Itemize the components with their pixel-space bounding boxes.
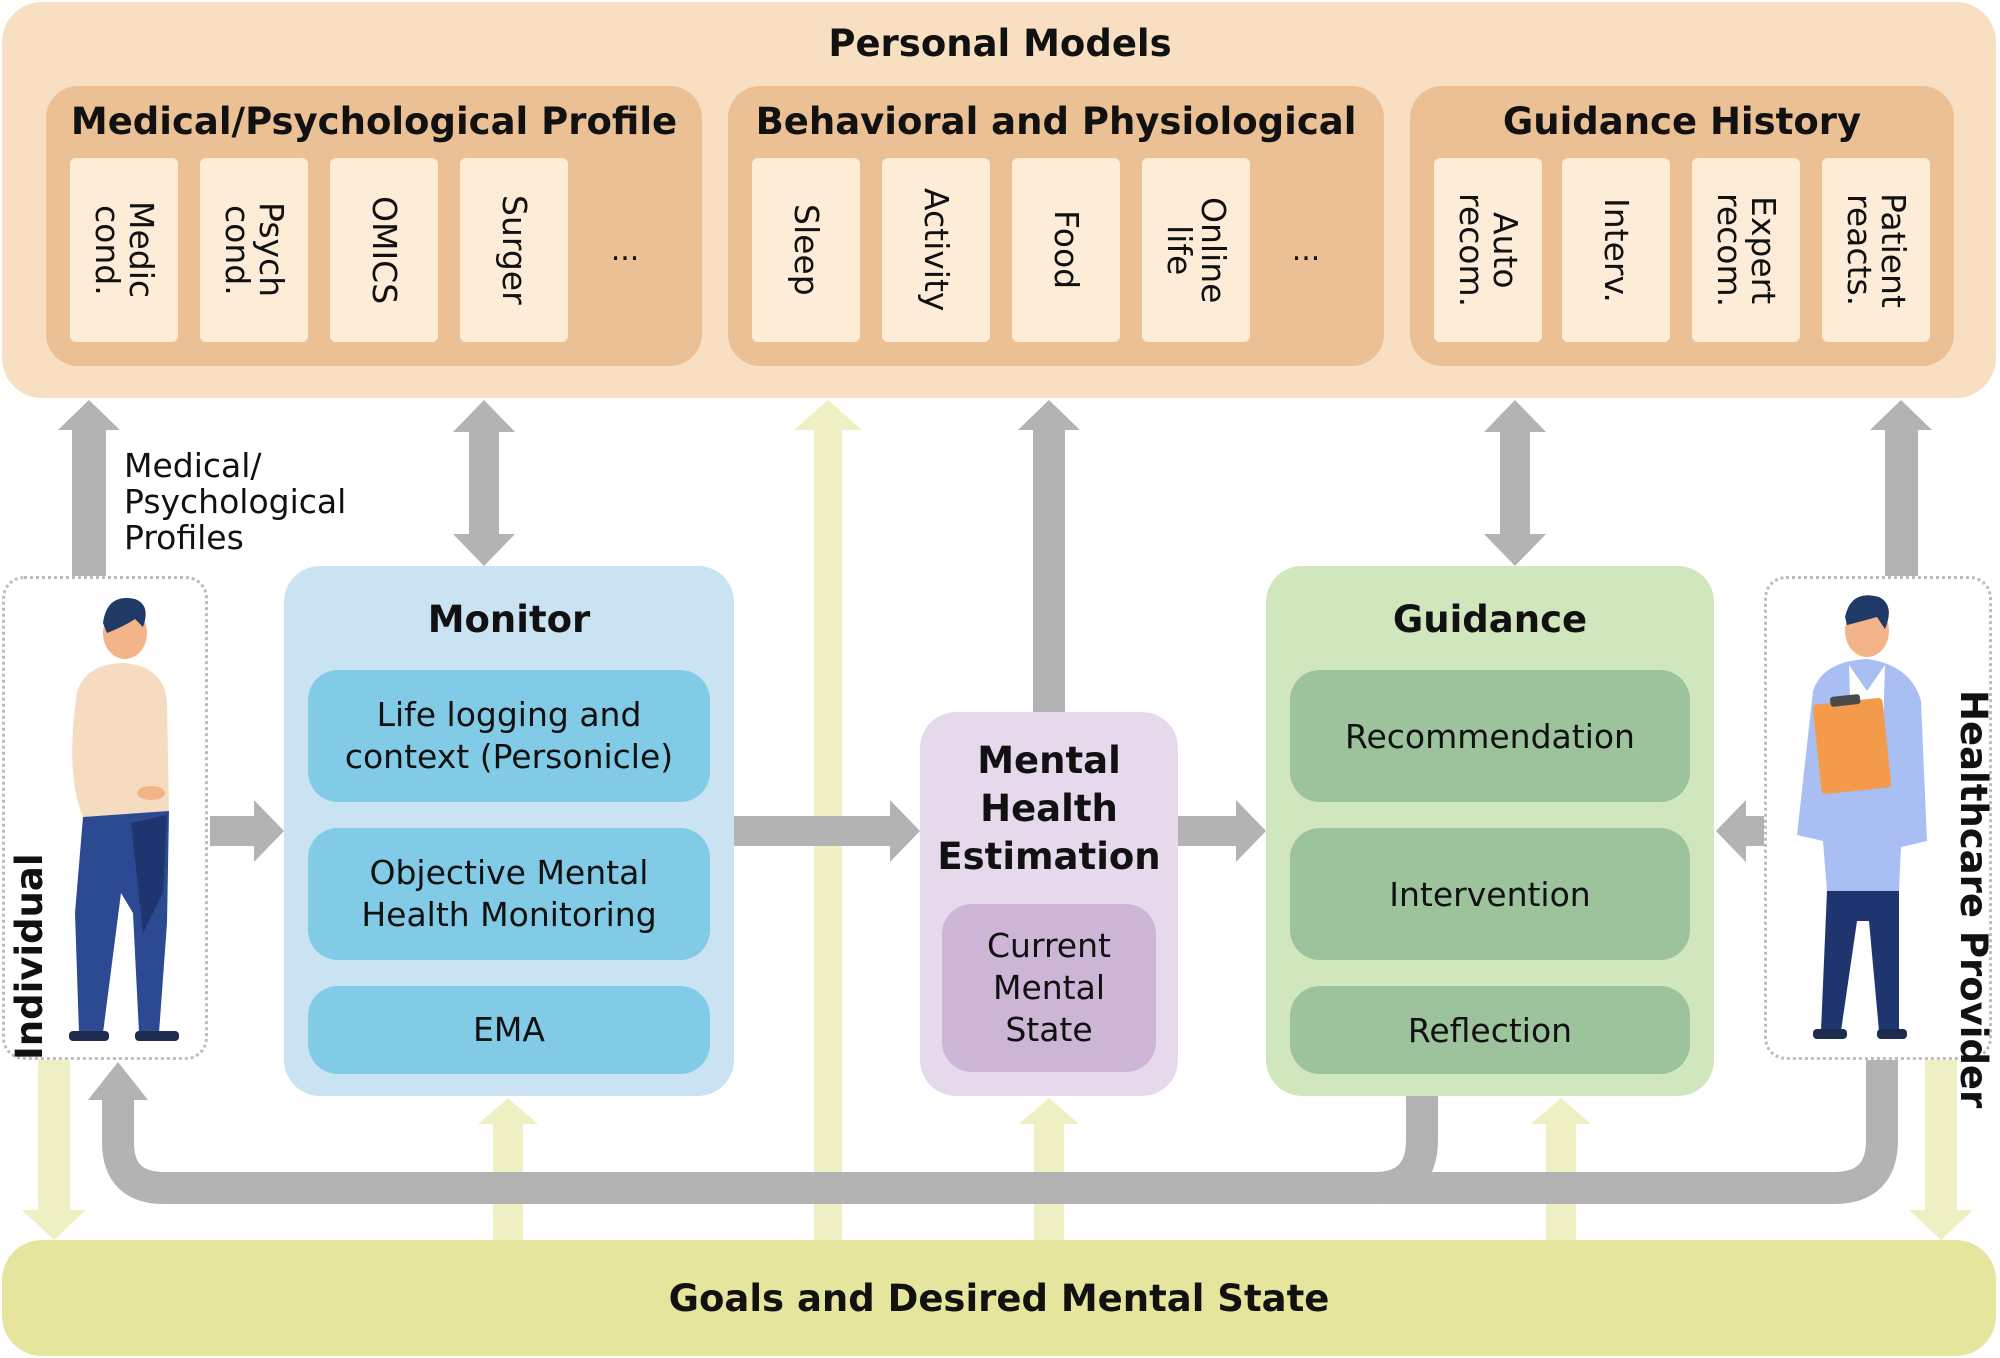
monitor-to-mhe-arrow: [734, 800, 920, 862]
provider-feedback-path: [1380, 1060, 1898, 1204]
behavioral-title: Behavioral and Physiological: [755, 99, 1357, 143]
profiles-label: Medical/ Psychological Profiles: [124, 446, 347, 557]
card-food[interactable]: Food: [1012, 158, 1120, 342]
feedback-to-individual-arrowhead: [88, 1062, 148, 1100]
personal-models-title: Personal Models: [828, 21, 1172, 65]
monitor-item-objective[interactable]: Objective Mental Health Monitoring: [308, 828, 710, 960]
goals-bar[interactable]: Goals and Desired Mental State: [2, 1240, 1996, 1356]
card-surgery[interactable]: Surger: [460, 158, 568, 342]
card-omics[interactable]: OMICS: [330, 158, 438, 342]
mhe-to-behavioral-arrow: [1018, 400, 1080, 712]
mhe-title: Mental Health Estimation: [937, 739, 1161, 878]
card-online-life[interactable]: Online life: [1142, 158, 1250, 342]
card-medic-cond[interactable]: Medic cond.: [70, 158, 178, 342]
card-label: Activity: [917, 188, 956, 312]
card-activity[interactable]: Activity: [882, 158, 990, 342]
provider-to-goals-arrow: [1909, 1060, 1973, 1240]
provider-to-history-arrow: [1870, 400, 1932, 578]
feedback-loop-path: [102, 1096, 1438, 1204]
card-label: Interv.: [1597, 197, 1636, 303]
medical-more-ellipsis: ...: [610, 232, 640, 268]
card-patient-reacts[interactable]: Patient reacts.: [1822, 158, 1930, 342]
card-label: Expert recom.: [1710, 192, 1783, 308]
card-label: OMICS: [365, 195, 404, 305]
guidance-title: Guidance: [1392, 597, 1588, 641]
card-psych-cond[interactable]: Psych cond.: [200, 158, 308, 342]
goals-to-monitor-arrow: [478, 1098, 538, 1242]
monitor-title: Monitor: [427, 597, 591, 641]
card-interv[interactable]: Interv.: [1562, 158, 1670, 342]
current-mental-state-box[interactable]: Current Mental State: [942, 904, 1156, 1072]
monitor-item-ema[interactable]: EMA: [308, 986, 710, 1074]
guidance-history-title: Guidance History: [1502, 99, 1862, 143]
card-label: Online life: [1160, 196, 1233, 304]
goals-to-guidance-arrow: [1531, 1098, 1591, 1242]
card-label: Patient reacts.: [1840, 192, 1913, 308]
monitor-profile-double-arrow: [453, 400, 515, 566]
guidance-history-double-arrow: [1484, 400, 1546, 566]
card-label: Medic cond.: [88, 201, 161, 299]
provider-label: Healthcare Provider: [1952, 690, 1995, 1109]
card-label: Sleep: [787, 204, 826, 296]
individual-label: Individual: [8, 853, 51, 1060]
goals-to-mhe-arrow: [1019, 1098, 1079, 1242]
card-expert-recom[interactable]: Expert recom.: [1692, 158, 1800, 342]
guidance-panel: Guidance Recommendation Intervention Ref…: [1266, 566, 1714, 1096]
individual-frame[interactable]: [2, 576, 208, 1060]
medical-profile-title: Medical/Psychological Profile: [70, 99, 678, 143]
card-label: Surger: [495, 195, 534, 305]
card-auto-recom[interactable]: Auto recom.: [1434, 158, 1542, 342]
card-label: Food: [1047, 210, 1086, 290]
individual-to-profile-arrow: [58, 400, 120, 578]
monitor-item-life-logging[interactable]: Life logging and context (Personicle): [308, 670, 710, 802]
guidance-item-recommendation[interactable]: Recommendation: [1290, 670, 1690, 802]
individual-to-monitor-arrow: [210, 800, 284, 862]
guidance-item-reflection[interactable]: Reflection: [1290, 986, 1690, 1074]
card-label: Auto recom.: [1452, 192, 1525, 308]
card-sleep[interactable]: Sleep: [752, 158, 860, 342]
individual-person-icon: [69, 598, 179, 1041]
provider-frame[interactable]: [1764, 576, 1992, 1060]
monitor-panel: Monitor Life logging and context (Person…: [284, 566, 734, 1096]
card-label: Psych cond.: [218, 202, 291, 298]
behavioral-more-ellipsis: ...: [1291, 232, 1321, 268]
guidance-item-intervention[interactable]: Intervention: [1290, 828, 1690, 960]
mhe-to-guidance-arrow: [1178, 800, 1266, 862]
healthcare-provider-icon: [1797, 595, 1927, 1039]
individual-to-goals-arrow: [22, 1060, 86, 1240]
